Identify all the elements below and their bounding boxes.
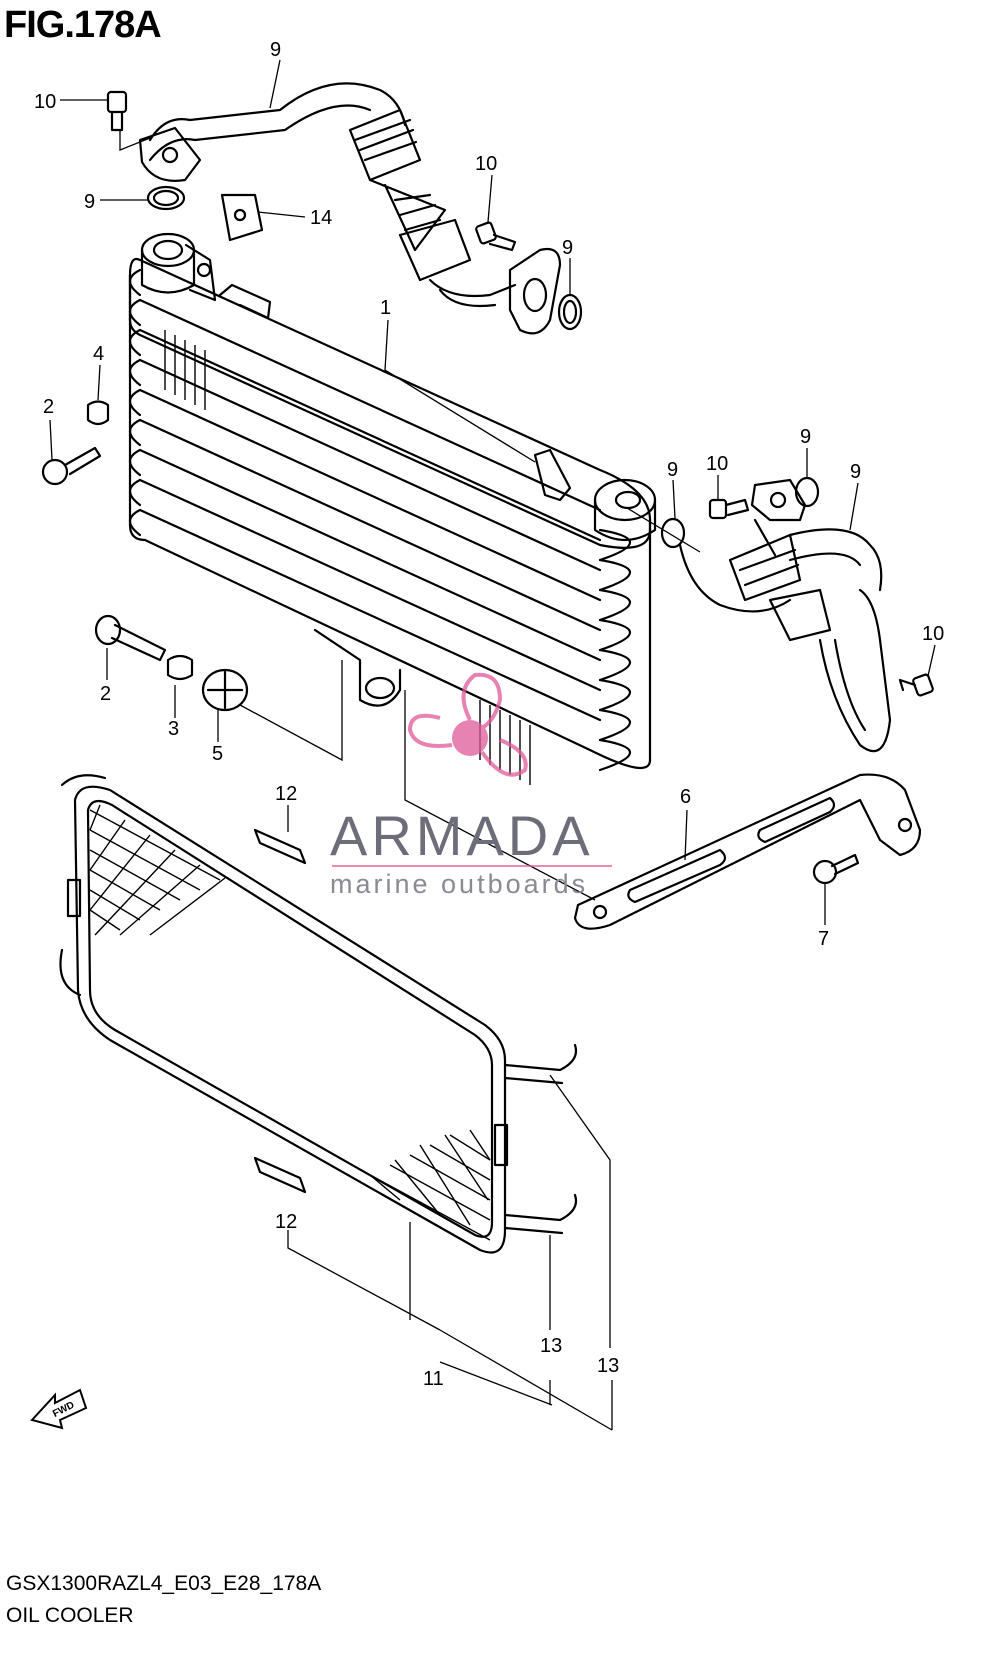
callout-8: 9: [850, 461, 861, 483]
callout-7: 9: [270, 39, 281, 61]
callout-2: 2: [43, 396, 54, 418]
callout-12: 12: [275, 783, 297, 805]
callout-9: 9: [800, 426, 811, 448]
callout-6: 7: [818, 928, 829, 950]
callout-10: 10: [706, 453, 728, 475]
callout-13: 13: [540, 1335, 562, 1357]
callout-4: 5: [212, 743, 223, 765]
figure-title: FIG.178A: [4, 4, 162, 46]
bracket-5: [573, 773, 922, 930]
guard-mesh: [89, 804, 491, 1241]
callout-1: 1: [380, 297, 391, 319]
callout-2: 2: [100, 683, 111, 705]
propeller-logo-icon: [407, 672, 528, 777]
leader-lines: [49, 59, 936, 1431]
callout-14: 14: [310, 207, 332, 229]
radiator-guard-11: [59, 774, 578, 1254]
callout-10: 10: [475, 153, 497, 175]
figure-name: OIL COOLER: [6, 1604, 134, 1627]
callout-11: 11: [423, 1368, 444, 1390]
callout-12: 12: [275, 1211, 297, 1233]
callout-3: 4: [93, 343, 104, 365]
forward-direction-arrow: FWD: [30, 1388, 88, 1430]
oil-pipe-8: [678, 478, 892, 753]
figure-code: GSX1300RAZL4_E03_E28_178A: [6, 1572, 322, 1595]
armada-watermark: ARMADA marine outboards: [330, 672, 612, 899]
callout-9: 9: [84, 191, 95, 213]
callout-10: 10: [34, 91, 56, 113]
callout-13: 13: [597, 1355, 619, 1377]
callout-3: 3: [168, 718, 179, 740]
oil-pipe-7: [138, 82, 562, 335]
callout-numbers: 9 10 9 10 9 14 1 4 2 9 10 9 9 10 2 3 5 1…: [34, 39, 944, 1390]
oil-cooler-core: [128, 232, 657, 785]
callout-10: 10: [922, 623, 944, 645]
watermark-tagline: marine outboards: [330, 869, 588, 899]
watermark-brand: ARMADA: [330, 804, 594, 867]
callout-9: 9: [562, 237, 573, 259]
callout-9: 9: [667, 459, 678, 481]
callout-5: 6: [680, 786, 691, 808]
